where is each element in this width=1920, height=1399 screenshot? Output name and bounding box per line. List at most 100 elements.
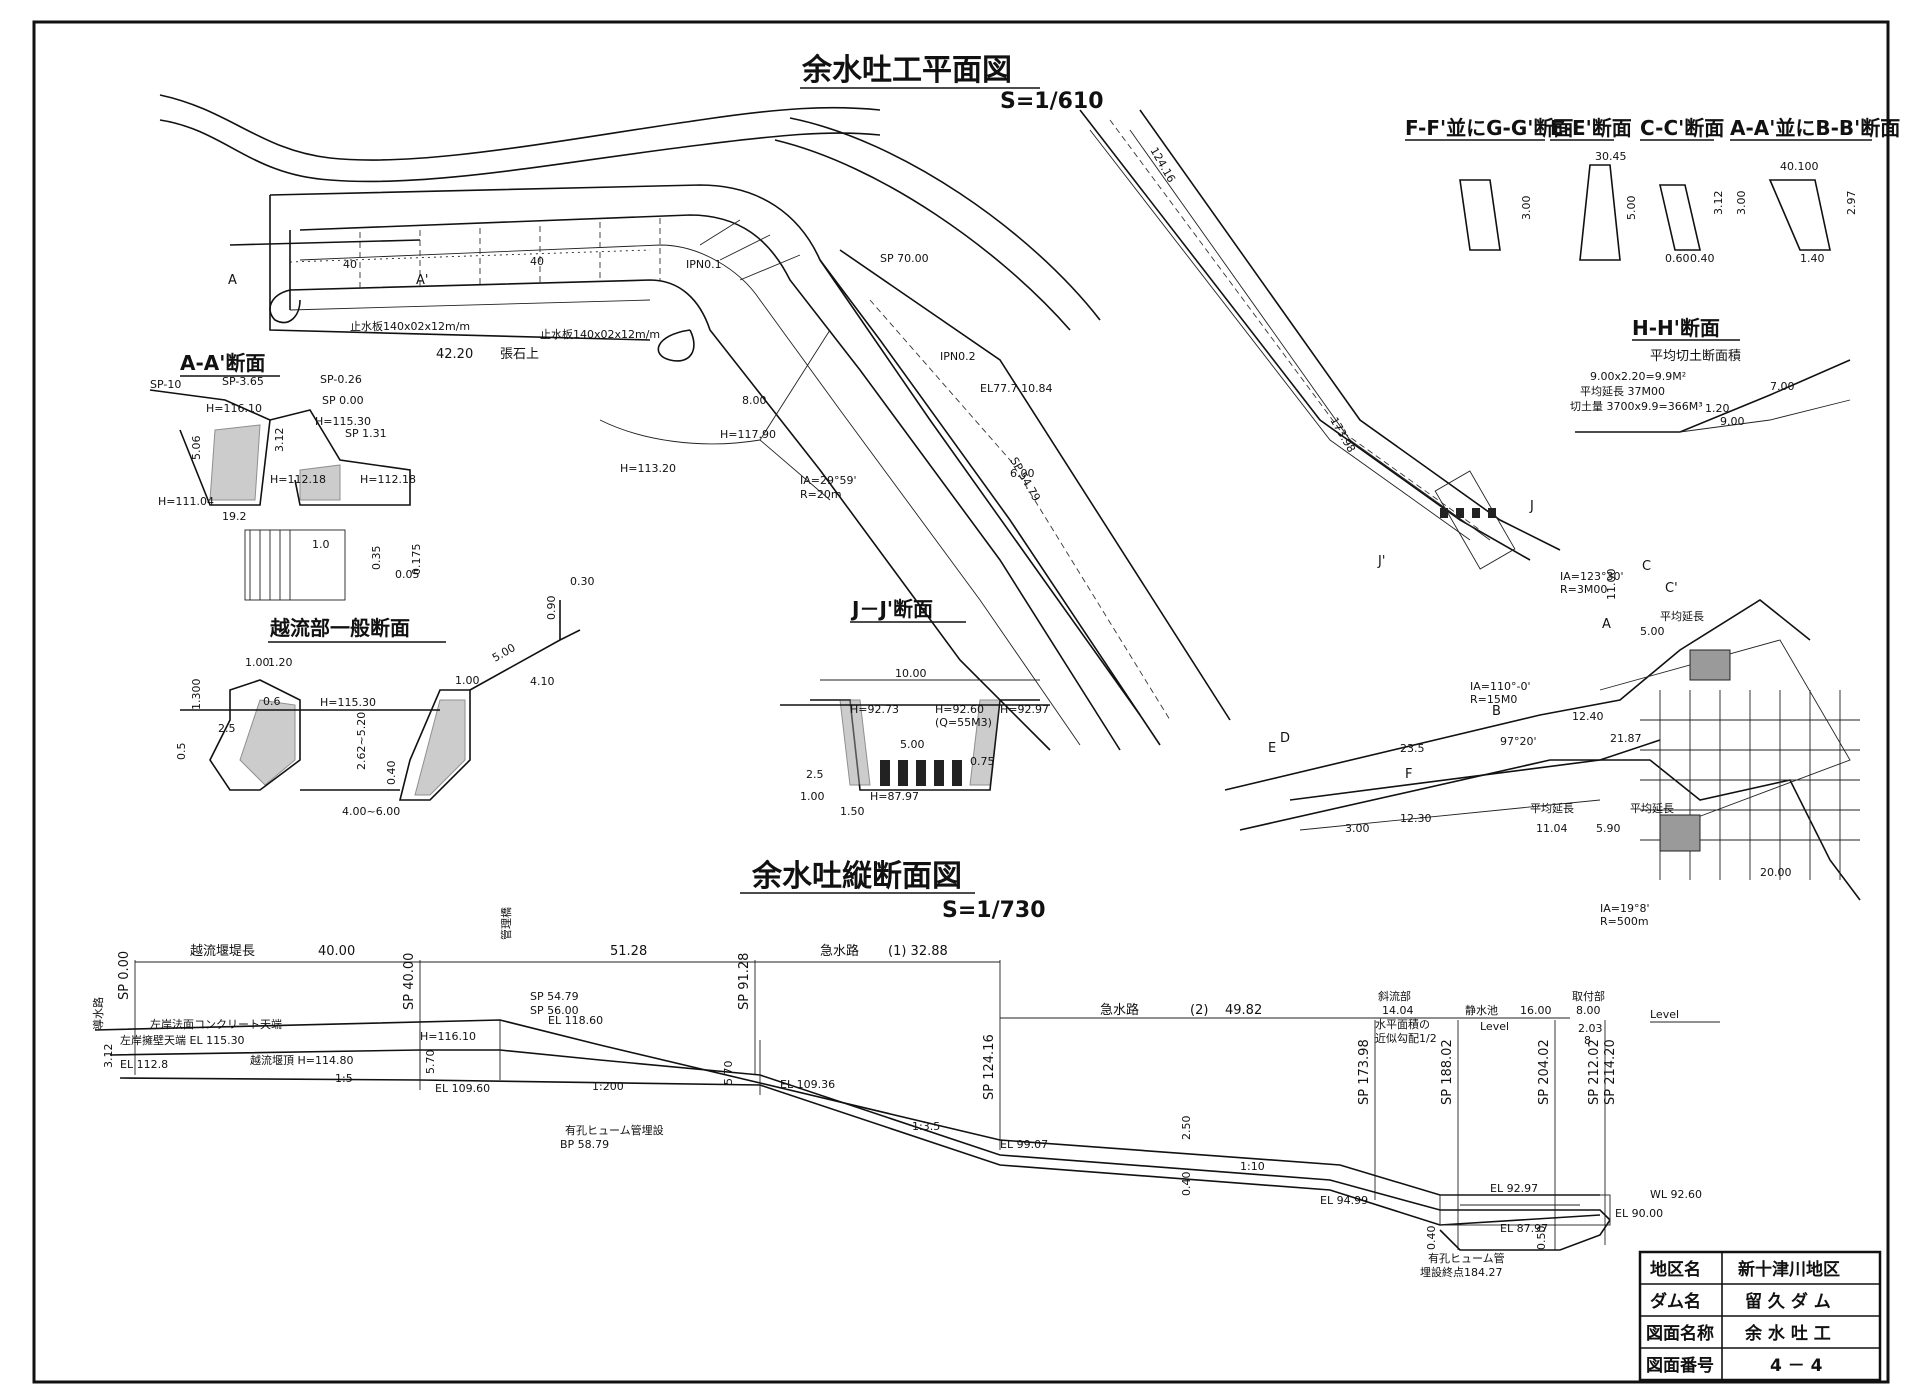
- svg-text:EL 118.60: EL 118.60: [548, 1014, 603, 1027]
- tb-value-district: 新十津川地区: [1738, 1259, 1840, 1280]
- svg-text:張石上: 張石上: [500, 347, 539, 362]
- svg-text:97°20': 97°20': [1500, 735, 1537, 748]
- svg-text:10.00: 10.00: [895, 667, 927, 680]
- tb-key-dam: ダム名: [1650, 1291, 1701, 1312]
- svg-text:SP 56.00: SP 56.00: [530, 1004, 579, 1017]
- svg-text:SP-3.65: SP-3.65: [222, 375, 264, 388]
- svg-text:静水池: 静水池: [1465, 1003, 1498, 1017]
- svg-text:H=92.73: H=92.73: [850, 703, 899, 716]
- section-aa: A-A'断面 SP-10 SP-3.65 SP-0.26 SP 0.00 H=1…: [149, 351, 423, 601]
- svg-text:平均延長: 平均延長: [1630, 802, 1674, 815]
- svg-text:WL 92.60: WL 92.60: [1650, 1188, 1702, 1201]
- svg-text:H=117.90: H=117.90: [720, 428, 776, 441]
- svg-text:3.00: 3.00: [1345, 822, 1370, 835]
- svg-text:H=115.30: H=115.30: [315, 415, 371, 428]
- svg-text:5.00: 5.00: [490, 641, 518, 665]
- svg-text:切土量 3700x9.9=366M³: 切土量 3700x9.9=366M³: [1570, 400, 1703, 413]
- svg-text:51.28: 51.28: [610, 944, 647, 959]
- svg-text:EL 112.8: EL 112.8: [120, 1058, 168, 1071]
- svg-text:(2): (2): [1190, 1003, 1208, 1018]
- svg-text:H=116.10: H=116.10: [206, 402, 262, 415]
- svg-text:1.00: 1.00: [455, 674, 480, 687]
- svg-text:9.00x2.20=9.9M²: 9.00x2.20=9.9M²: [1590, 370, 1686, 383]
- svg-text:2.5: 2.5: [806, 768, 824, 781]
- sec-label-a2: A': [416, 273, 428, 288]
- svg-text:19.2: 19.2: [222, 510, 247, 523]
- svg-text:42.20: 42.20: [436, 347, 473, 362]
- svg-text:5.90: 5.90: [1596, 822, 1621, 835]
- svg-text:2.5: 2.5: [218, 722, 236, 735]
- svg-text:1:3.5: 1:3.5: [912, 1120, 940, 1133]
- svg-text:1.40: 1.40: [1800, 252, 1825, 265]
- svg-text:取付部: 取付部: [1572, 989, 1605, 1003]
- svg-text:EL 99.07: EL 99.07: [1000, 1138, 1048, 1151]
- svg-text:0.30: 0.30: [570, 575, 595, 588]
- svg-text:平均切土断面積: 平均切土断面積: [1650, 349, 1741, 364]
- svg-text:SP-10: SP-10: [150, 378, 181, 391]
- svg-text:40: 40: [530, 255, 544, 268]
- svg-text:SP 188.02: SP 188.02: [1440, 1039, 1455, 1105]
- svg-text:(Q=55M3): (Q=55M3): [935, 716, 992, 729]
- svg-text:1.20: 1.20: [1705, 402, 1730, 415]
- svg-text:40: 40: [343, 258, 357, 271]
- svg-text:3.12: 3.12: [1712, 191, 1725, 216]
- svg-text:R=500m: R=500m: [1600, 915, 1649, 928]
- cc-title: C-C'断面: [1640, 116, 1724, 140]
- svg-text:49.82: 49.82: [1225, 1003, 1262, 1018]
- svg-text:IPN0.1: IPN0.1: [686, 258, 722, 271]
- svg-text:6.00: 6.00: [1010, 467, 1035, 480]
- svg-text:1:5: 1:5: [335, 1072, 353, 1085]
- svg-text:SP 54.79: SP 54.79: [530, 990, 579, 1003]
- svg-text:IA=19°8': IA=19°8': [1600, 902, 1650, 915]
- small-sections: F-F'並にG-G'断面 E-E'断面 C-C'断面 A-A'並にB-B'断面 …: [1405, 116, 1900, 433]
- svg-text:2.62~5.20: 2.62~5.20: [355, 712, 368, 770]
- tb-key-district: 地区名: [1650, 1259, 1701, 1280]
- svg-text:0.40: 0.40: [1180, 1172, 1193, 1197]
- profile-title: 余水吐縦断面図: [751, 859, 962, 894]
- svg-text:0.35: 0.35: [370, 546, 383, 571]
- svg-text:40.100: 40.100: [1780, 160, 1819, 173]
- svg-text:8: 8: [1584, 1034, 1591, 1047]
- svg-text:5.00: 5.00: [1640, 625, 1665, 638]
- svg-text:EL 87.97: EL 87.97: [1500, 1222, 1548, 1235]
- weir-stations: [289, 218, 661, 290]
- tb-value-drawing-name: 余 水 吐 工: [1744, 1323, 1831, 1344]
- tb-key-drawing-number: 図面番号: [1646, 1356, 1714, 1376]
- svg-text:A: A: [1602, 617, 1611, 632]
- svg-text:(1) 32.88: (1) 32.88: [888, 944, 948, 959]
- svg-text:3.00: 3.00: [1735, 191, 1748, 216]
- svg-text:1.00: 1.00: [245, 656, 270, 669]
- sec-label-a: A: [228, 273, 237, 288]
- tb-value-dam: 留 久 ダ ム: [1745, 1291, 1831, 1312]
- svg-text:16.00: 16.00: [1520, 1004, 1552, 1017]
- svg-text:SP 173.98: SP 173.98: [1357, 1039, 1372, 1105]
- svg-text:R=15M0: R=15M0: [1470, 693, 1517, 706]
- riprap-grid: [1640, 690, 1860, 880]
- outlet-plan: IA=123°30' R=3M00 IA=110°-0' R=15M0 11.0…: [1224, 559, 1861, 928]
- svg-text:5.00: 5.00: [900, 738, 925, 751]
- plan-scale: S=1/610: [1000, 89, 1104, 114]
- svg-text:14.04: 14.04: [1382, 1004, 1414, 1017]
- svg-text:H=112.18: H=112.18: [360, 473, 416, 486]
- svg-text:EL 109.60: EL 109.60: [435, 1082, 490, 1095]
- svg-text:1:10: 1:10: [1240, 1160, 1265, 1173]
- svg-text:1.50: 1.50: [840, 805, 865, 818]
- svg-text:11.00: 11.00: [1605, 569, 1618, 601]
- svg-text:40.00: 40.00: [318, 944, 355, 959]
- svg-text:8.00: 8.00: [742, 394, 767, 407]
- svg-text:Level: Level: [1650, 1008, 1679, 1021]
- svg-text:C: C: [1642, 559, 1651, 574]
- svg-text:SP 212.02: SP 212.02: [1587, 1039, 1602, 1105]
- svg-text:止水板140x02x12m/m: 止水板140x02x12m/m: [350, 319, 470, 333]
- svg-text:9.00: 9.00: [1720, 415, 1745, 428]
- svg-text:3.12: 3.12: [102, 1044, 115, 1069]
- svg-text:SP 70.00: SP 70.00: [880, 252, 929, 265]
- svg-text:4.10: 4.10: [530, 675, 555, 688]
- svg-text:左岸法面コンクリート天端: 左岸法面コンクリート天端: [150, 1017, 282, 1031]
- svg-text:急水路: 急水路: [820, 943, 859, 959]
- stilling-basin: [1434, 470, 1516, 570]
- title-block: 地区名 新十津川地区 ダム名 留 久 ダ ム 図面名称 余 水 吐 工 図面番号…: [1638, 1250, 1882, 1382]
- svg-text:23.5: 23.5: [1400, 742, 1425, 755]
- svg-text:H=113.20: H=113.20: [620, 462, 676, 475]
- svg-text:21.87: 21.87: [1610, 732, 1642, 745]
